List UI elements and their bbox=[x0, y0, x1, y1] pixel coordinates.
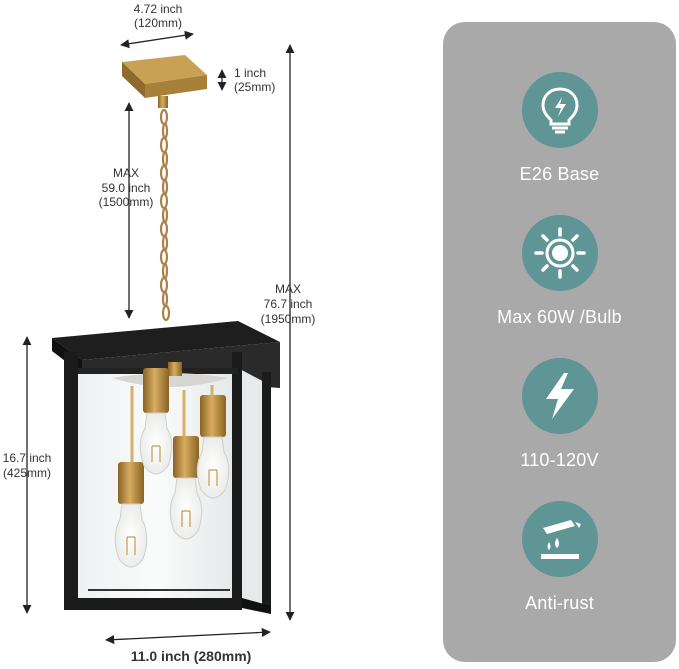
chain bbox=[159, 108, 171, 322]
chain-length-mm: (1500mm) bbox=[99, 195, 154, 209]
feature-anti-rust: Anti-rust bbox=[443, 501, 676, 614]
total-max-label: MAX bbox=[275, 282, 301, 296]
lightning-icon bbox=[521, 358, 598, 434]
canopy-height-mm: (25mm) bbox=[234, 80, 275, 94]
feature-label: 110-120V bbox=[520, 450, 599, 470]
chain-length-inch: 59.0 inch bbox=[102, 181, 151, 195]
total-height-mm: (1950mm) bbox=[261, 312, 316, 326]
canopy-height-inch: 1 inch bbox=[234, 66, 266, 80]
canopy bbox=[122, 55, 207, 108]
sun-icon bbox=[521, 215, 598, 291]
feature-label: Max 60W /Bulb bbox=[497, 307, 622, 327]
feature-label: E26 Base bbox=[519, 164, 600, 184]
feature-panel: E26 Base Max 60W /Bulb bbox=[443, 22, 676, 662]
body-width-arrow bbox=[105, 627, 271, 645]
feature-max-watt: Max 60W /Bulb bbox=[443, 215, 676, 328]
lantern bbox=[52, 321, 280, 614]
bulb-icon bbox=[521, 72, 598, 148]
anti-rust-icon bbox=[521, 501, 598, 577]
feature-label: Anti-rust bbox=[525, 593, 594, 613]
feature-voltage: 110-120V bbox=[443, 358, 676, 471]
canopy-width-mm: (120mm) bbox=[134, 16, 182, 30]
body-height-mm: (425mm) bbox=[3, 466, 51, 480]
total-height-inch: 76.7 inch bbox=[264, 297, 313, 311]
body-height-inch: 16.7 inch bbox=[3, 451, 52, 465]
body-width-label: 11.0 inch (280mm) bbox=[131, 648, 252, 664]
feature-e26-base: E26 Base bbox=[443, 72, 676, 185]
canopy-width-inch: 4.72 inch bbox=[134, 2, 183, 16]
chain-max-label: MAX bbox=[113, 166, 139, 180]
canopy-width-arrow bbox=[120, 30, 194, 49]
